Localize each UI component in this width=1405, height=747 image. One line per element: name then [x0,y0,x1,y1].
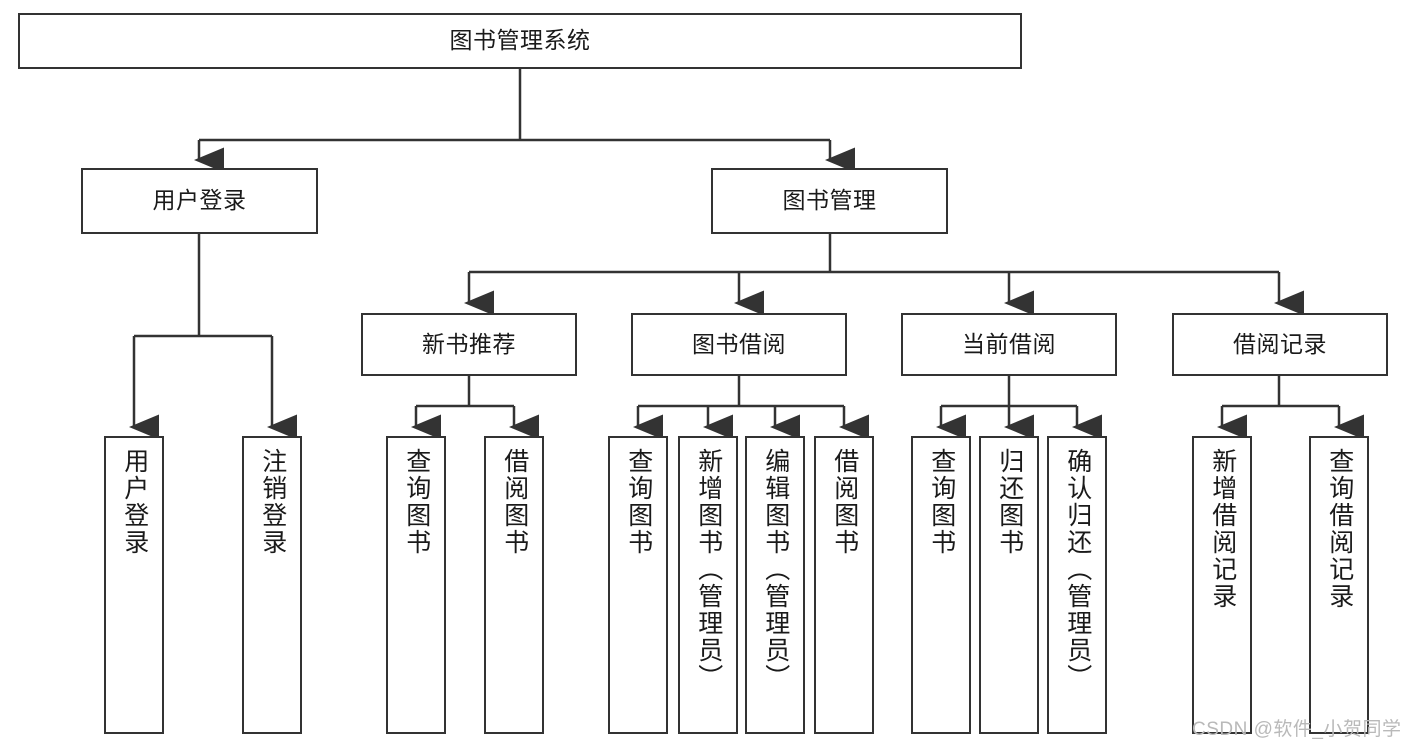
node-label: 图书管理系统 [449,27,591,54]
node-book-borrow[interactable]: 图书借阅 [631,313,847,376]
node-label: 查询图书 [402,448,431,556]
leaf-recommend-query-book[interactable]: 查询图书 [386,436,446,734]
leaf-recommend-borrow-book[interactable]: 借阅图书 [484,436,544,734]
node-label: 注销登录 [258,448,287,556]
node-label: 当前借阅 [962,330,1056,357]
leaf-borrow-query-book[interactable]: 查询图书 [608,436,668,734]
node-label: 编辑图书（管理员） [761,448,790,691]
node-label: 确认归还（管理员） [1063,448,1092,691]
node-label: 查询图书 [624,448,653,556]
leaf-current-return-book[interactable]: 归还图书 [979,436,1039,734]
node-label: 借阅记录 [1233,330,1327,357]
node-label: 新书推荐 [422,330,516,357]
leaf-user-login-logout[interactable]: 注销登录 [242,436,302,734]
node-borrow-record[interactable]: 借阅记录 [1172,313,1388,376]
node-label: 图书借阅 [692,330,786,357]
leaf-borrow-edit-book-admin[interactable]: 编辑图书（管理员） [745,436,805,734]
node-current-borrow[interactable]: 当前借阅 [901,313,1117,376]
node-root-system[interactable]: 图书管理系统 [18,13,1022,69]
node-label: 图书管理 [782,187,877,214]
leaf-borrow-borrow-book[interactable]: 借阅图书 [814,436,874,734]
node-label: 借阅图书 [830,448,859,556]
node-book-management[interactable]: 图书管理 [711,168,948,234]
leaf-borrow-add-book-admin[interactable]: 新增图书（管理员） [678,436,738,734]
leaf-current-query-book[interactable]: 查询图书 [911,436,971,734]
node-new-book-recommend[interactable]: 新书推荐 [361,313,577,376]
csdn-watermark: CSDN @软件_小贺同学 [1192,719,1402,740]
node-label: 用户登录 [120,448,149,556]
node-label: 新增借阅记录 [1208,448,1237,610]
leaf-record-add-record[interactable]: 新增借阅记录 [1192,436,1252,734]
node-label: 归还图书 [995,448,1024,556]
node-label: 查询借阅记录 [1325,448,1354,610]
node-label: 用户登录 [152,187,247,214]
leaf-record-query-record[interactable]: 查询借阅记录 [1309,436,1369,734]
leaf-user-login-login[interactable]: 用户登录 [104,436,164,734]
leaf-current-confirm-return-admin[interactable]: 确认归还（管理员） [1047,436,1107,734]
node-user-login[interactable]: 用户登录 [81,168,318,234]
node-label: 查询图书 [927,448,956,556]
node-label: 借阅图书 [500,448,529,556]
node-label: 新增图书（管理员） [694,448,723,691]
